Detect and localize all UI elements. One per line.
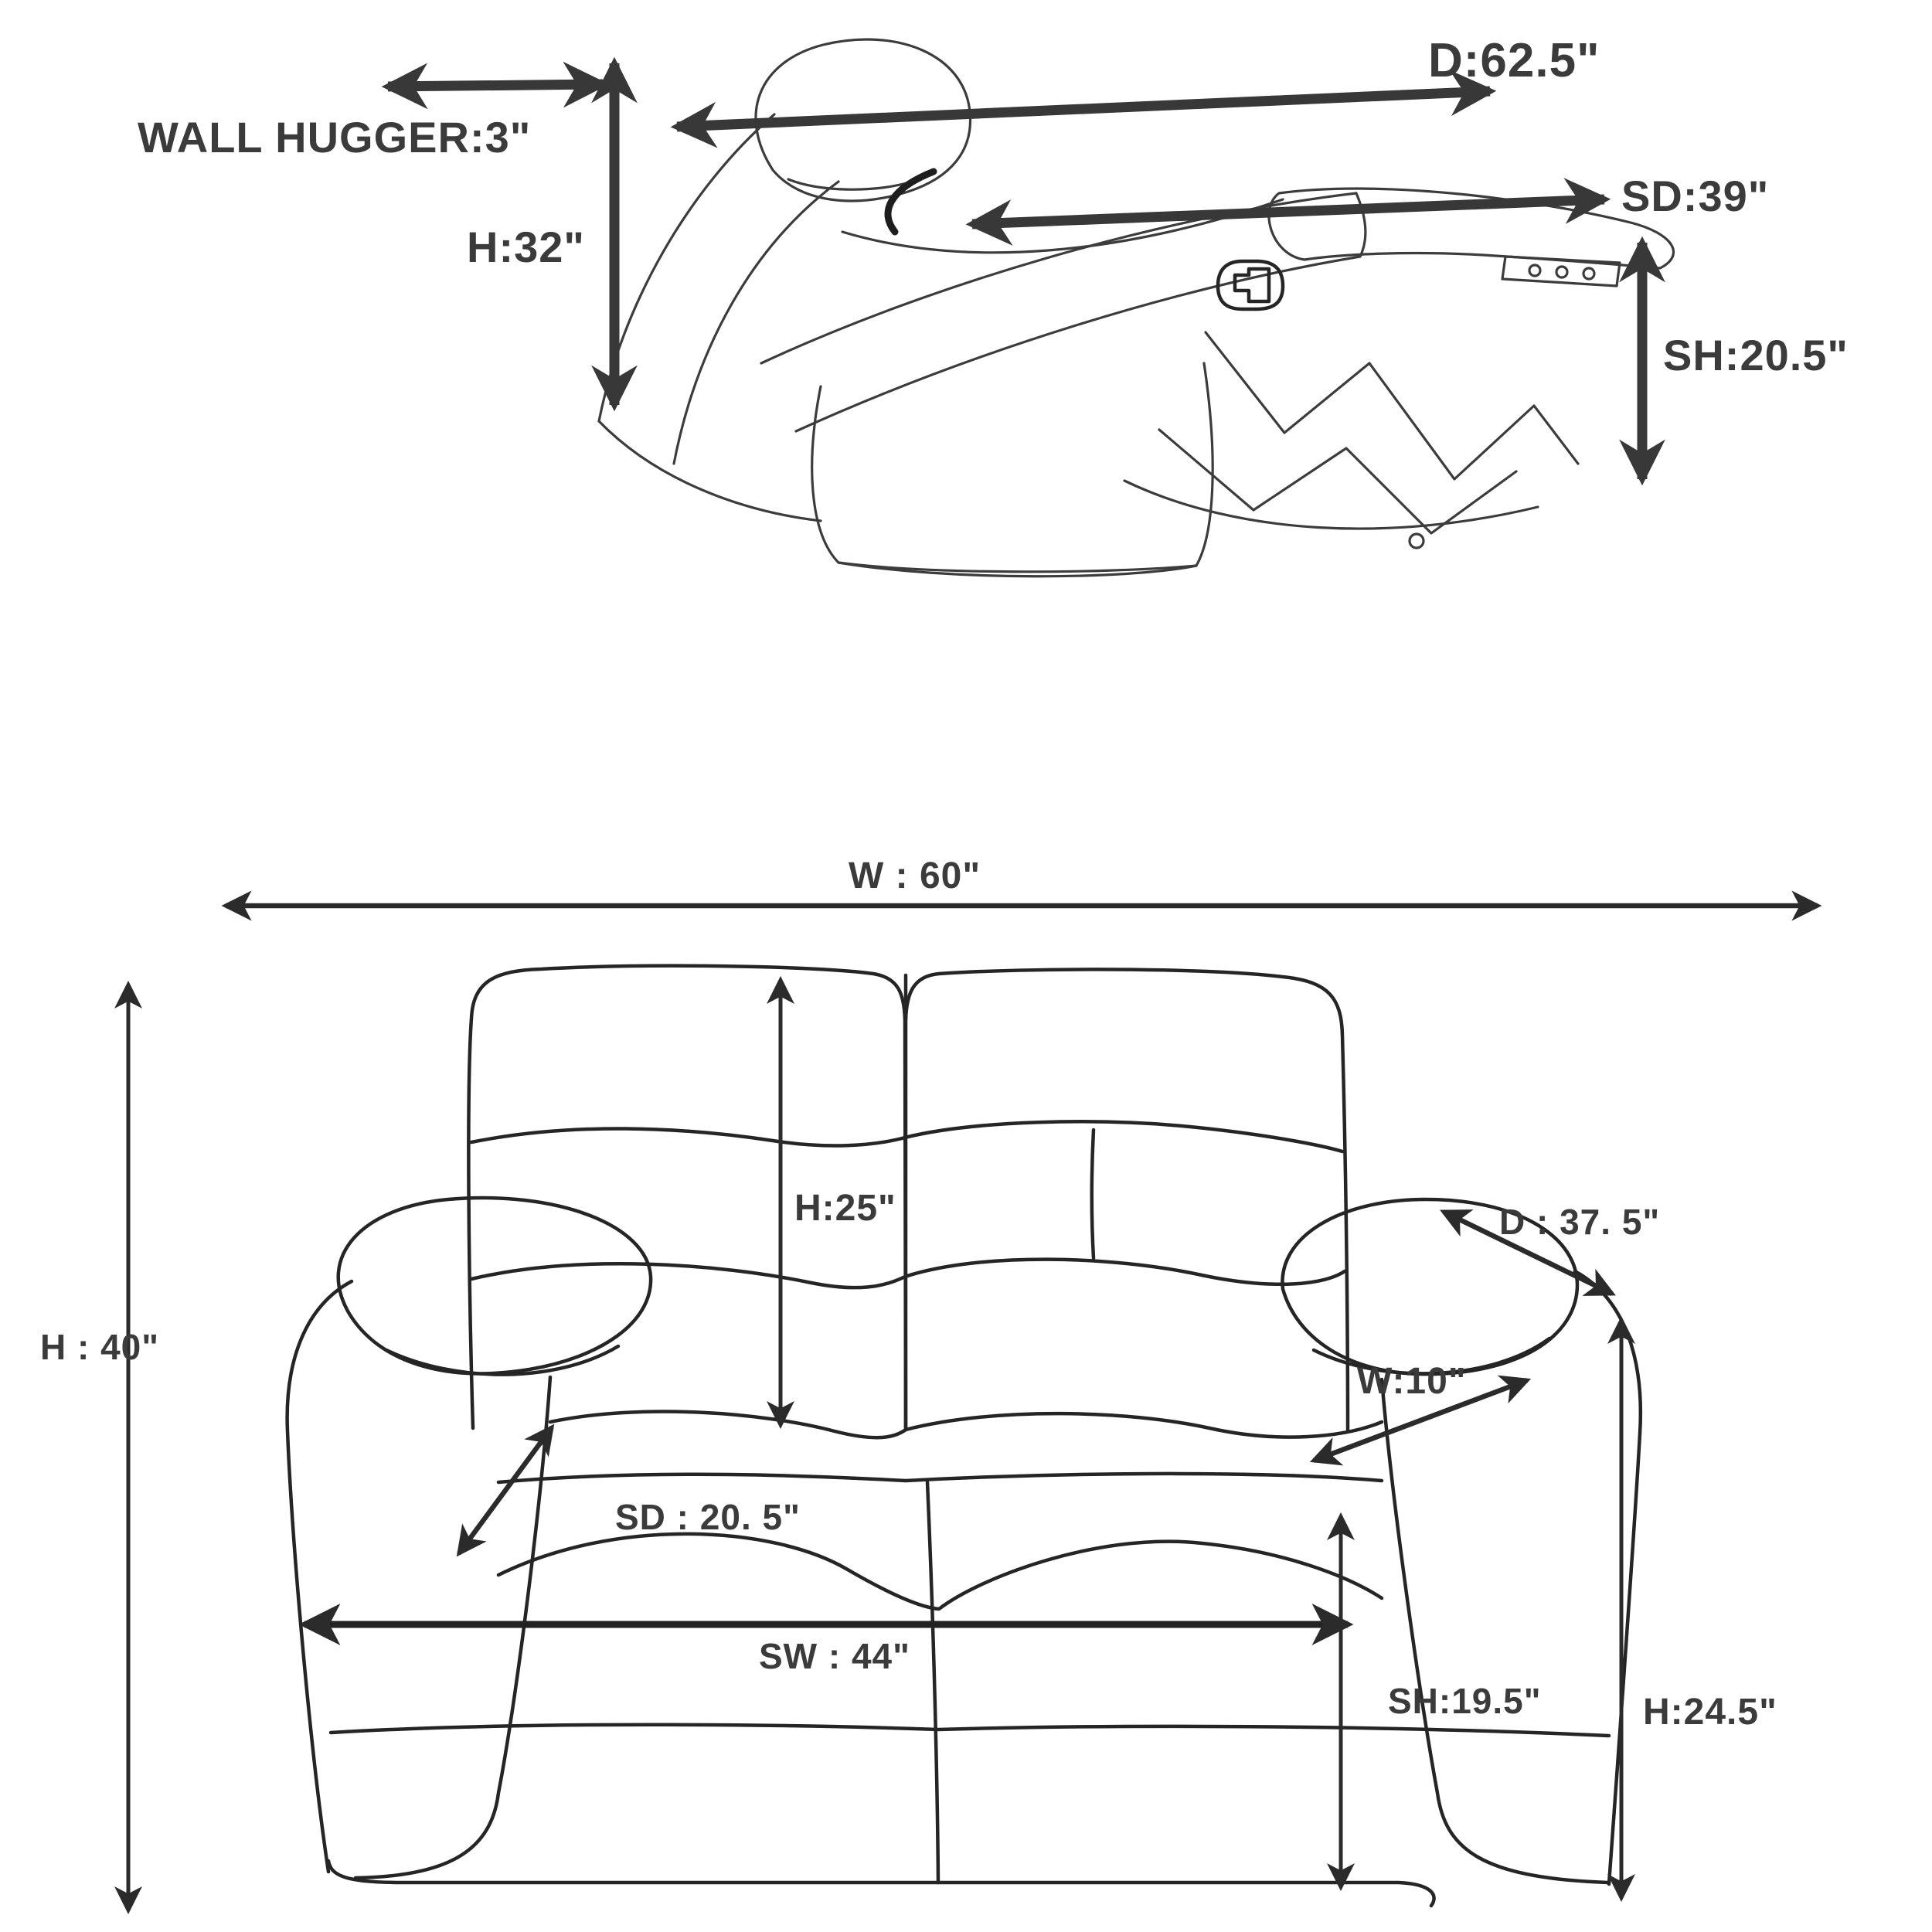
label-back-height: H:25" <box>794 1188 896 1229</box>
label-seat-height: SH:19.5" <box>1388 1681 1542 1721</box>
label-height-reclined: H:32" <box>467 223 585 271</box>
label-depth: D : 37. 5" <box>1499 1202 1661 1242</box>
label-depth-reclined: D:62.5" <box>1428 34 1600 87</box>
loveseat-front-view-drawing <box>285 964 1642 1908</box>
label-width: W : 60" <box>849 855 981 896</box>
depth-37-arrow <box>1440 1209 1616 1296</box>
label-seat-height-reclined: SH:20.5" <box>1663 331 1849 379</box>
label-wall-hugger: WALL HUGGER:3" <box>138 113 532 162</box>
seat-depth-20-arrow <box>456 1423 555 1557</box>
label-overall-height: H : 40" <box>40 1327 160 1367</box>
label-seat-depth: SD : 20. 5" <box>615 1497 801 1537</box>
arm-width-10-arrow <box>1309 1375 1532 1466</box>
label-arm-height: H:24.5" <box>1643 1692 1777 1733</box>
front-view-dimension-arrows <box>114 890 1822 1915</box>
wall-hugger-arrow <box>381 61 610 110</box>
label-arm-width: W:10" <box>1357 1361 1467 1402</box>
seat-depth-39-arrow <box>965 178 1611 246</box>
depth-62-arrow <box>670 70 1497 148</box>
label-seat-depth-reclined: SD:39" <box>1621 172 1770 220</box>
label-seat-width: SW : 44" <box>759 1636 910 1676</box>
top-view-dimension-arrows <box>381 56 1665 486</box>
